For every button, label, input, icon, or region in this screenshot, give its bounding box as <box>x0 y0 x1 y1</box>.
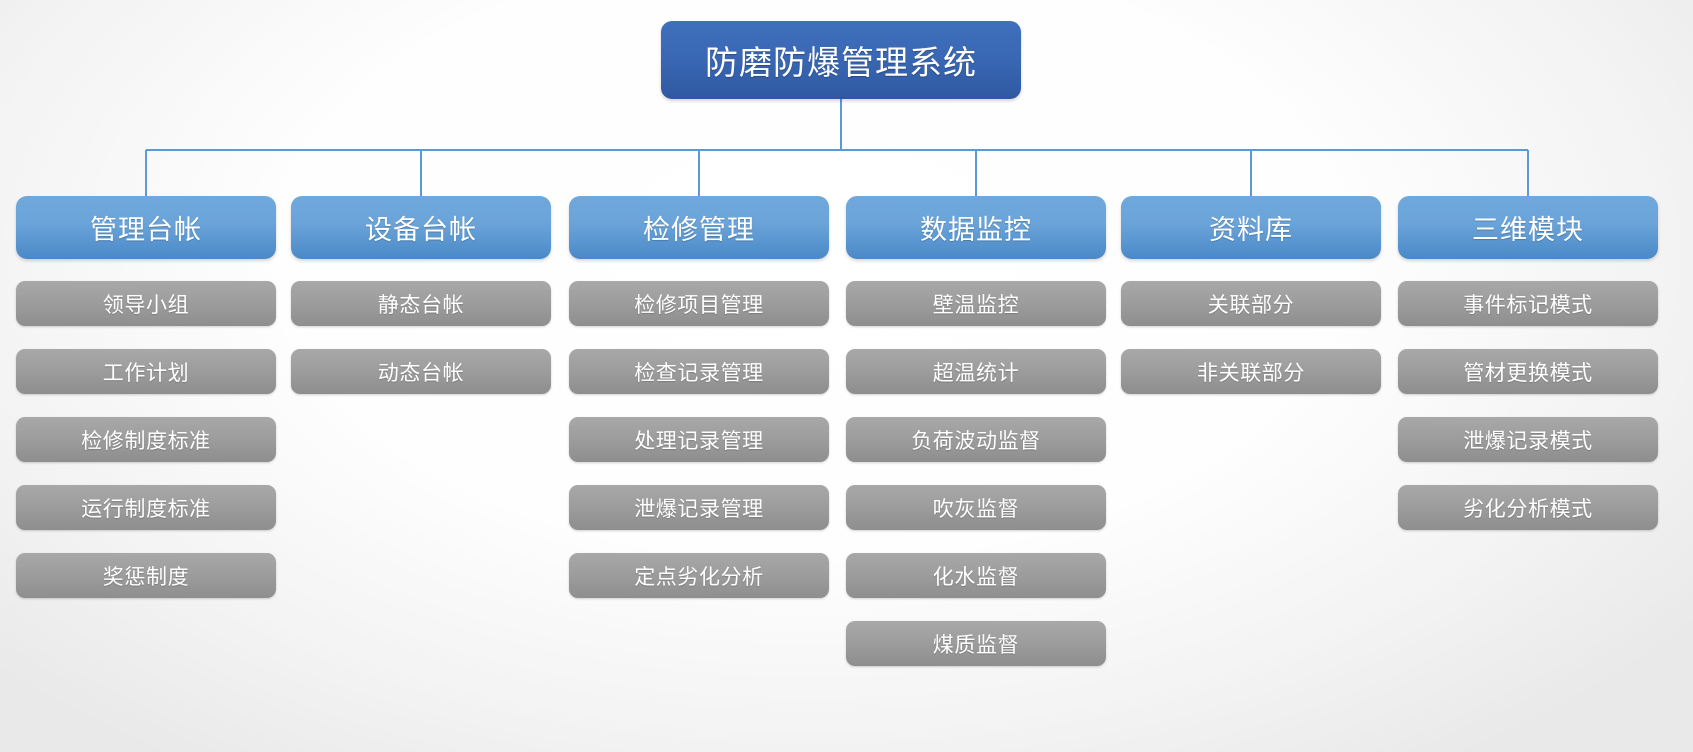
leaf-node[interactable]: 奖惩制度 <box>16 553 276 598</box>
leaf-node-label: 运行制度标准 <box>81 496 211 521</box>
group-column-data-monitoring: 数据监控 壁温监控 超温统计 负荷波动监督 吹灰监督 化水监督 煤质监督 <box>846 196 1106 666</box>
leaf-node-label: 检修项目管理 <box>634 292 764 317</box>
leaf-node-label: 管材更换模式 <box>1463 360 1593 385</box>
leaf-node[interactable]: 检查记录管理 <box>569 349 829 394</box>
leaf-list: 检修项目管理 检查记录管理 处理记录管理 泄爆记录管理 定点劣化分析 <box>569 281 829 598</box>
leaf-node-label: 泄爆记录模式 <box>1463 428 1593 453</box>
leaf-node-label: 化水监督 <box>932 564 1020 589</box>
leaf-node-label: 非关联部分 <box>1197 360 1305 385</box>
leaf-node-label: 负荷波动监督 <box>911 428 1041 453</box>
group-column-maintenance-management: 检修管理 检修项目管理 检查记录管理 处理记录管理 泄爆记录管理 定点劣化分析 <box>569 196 829 598</box>
leaf-node[interactable]: 检修项目管理 <box>569 281 829 326</box>
leaf-node[interactable]: 煤质监督 <box>846 621 1106 666</box>
leaf-node-label: 检查记录管理 <box>634 360 764 385</box>
leaf-node-label: 壁温监控 <box>932 292 1020 317</box>
leaf-node[interactable]: 壁温监控 <box>846 281 1106 326</box>
leaf-node[interactable]: 运行制度标准 <box>16 485 276 530</box>
leaf-node[interactable]: 吹灰监督 <box>846 485 1106 530</box>
leaf-list: 壁温监控 超温统计 负荷波动监督 吹灰监督 化水监督 煤质监督 <box>846 281 1106 666</box>
group-node-maintenance-management[interactable]: 检修管理 <box>569 196 829 259</box>
root-node-label: 防磨防爆管理系统 <box>705 43 977 82</box>
leaf-node[interactable]: 泄爆记录模式 <box>1398 417 1658 462</box>
leaf-node-label: 吹灰监督 <box>932 496 1020 521</box>
leaf-node[interactable]: 关联部分 <box>1121 281 1381 326</box>
leaf-node[interactable]: 化水监督 <box>846 553 1106 598</box>
leaf-node-label: 泄爆记录管理 <box>634 496 764 521</box>
leaf-node[interactable]: 管材更换模式 <box>1398 349 1658 394</box>
leaf-node[interactable]: 超温统计 <box>846 349 1106 394</box>
leaf-node[interactable]: 静态台帐 <box>291 281 551 326</box>
group-column-3d-module: 三维模块 事件标记模式 管材更换模式 泄爆记录模式 劣化分析模式 <box>1398 196 1658 530</box>
leaf-node-label: 超温统计 <box>932 360 1020 385</box>
leaf-node[interactable]: 领导小组 <box>16 281 276 326</box>
leaf-node-label: 事件标记模式 <box>1463 292 1593 317</box>
leaf-node[interactable]: 泄爆记录管理 <box>569 485 829 530</box>
leaf-node-label: 领导小组 <box>102 292 190 317</box>
leaf-node-label: 检修制度标准 <box>81 428 211 453</box>
leaf-node[interactable]: 劣化分析模式 <box>1398 485 1658 530</box>
leaf-node[interactable]: 非关联部分 <box>1121 349 1381 394</box>
group-column-management-ledger: 管理台帐 领导小组 工作计划 检修制度标准 运行制度标准 奖惩制度 <box>16 196 276 598</box>
group-node-label: 管理台帐 <box>90 215 202 246</box>
leaf-node-label: 工作计划 <box>102 360 190 385</box>
leaf-list: 领导小组 工作计划 检修制度标准 运行制度标准 奖惩制度 <box>16 281 276 598</box>
group-node-label: 三维模块 <box>1472 215 1584 246</box>
leaf-node[interactable]: 检修制度标准 <box>16 417 276 462</box>
group-node-equipment-ledger[interactable]: 设备台帐 <box>291 196 551 259</box>
leaf-node-label: 处理记录管理 <box>634 428 764 453</box>
leaf-node-label: 奖惩制度 <box>102 564 190 589</box>
leaf-node[interactable]: 动态台帐 <box>291 349 551 394</box>
group-node-management-ledger[interactable]: 管理台帐 <box>16 196 276 259</box>
leaf-node-label: 动态台帐 <box>377 360 465 385</box>
group-node-3d-module[interactable]: 三维模块 <box>1398 196 1658 259</box>
leaf-node[interactable]: 处理记录管理 <box>569 417 829 462</box>
group-node-label: 设备台帐 <box>365 215 477 246</box>
leaf-list: 关联部分 非关联部分 <box>1121 281 1381 394</box>
leaf-node-label: 劣化分析模式 <box>1463 496 1593 521</box>
group-node-document-library[interactable]: 资料库 <box>1121 196 1381 259</box>
group-node-label: 资料库 <box>1209 215 1293 246</box>
leaf-list: 静态台帐 动态台帐 <box>291 281 551 394</box>
group-node-label: 检修管理 <box>643 215 755 246</box>
leaf-node-label: 静态台帐 <box>377 292 465 317</box>
group-node-data-monitoring[interactable]: 数据监控 <box>846 196 1106 259</box>
leaf-list: 事件标记模式 管材更换模式 泄爆记录模式 劣化分析模式 <box>1398 281 1658 530</box>
group-column-document-library: 资料库 关联部分 非关联部分 <box>1121 196 1381 394</box>
root-node[interactable]: 防磨防爆管理系统 <box>661 21 1021 99</box>
leaf-node[interactable]: 事件标记模式 <box>1398 281 1658 326</box>
leaf-node-label: 定点劣化分析 <box>634 564 764 589</box>
leaf-node[interactable]: 负荷波动监督 <box>846 417 1106 462</box>
leaf-node-label: 关联部分 <box>1207 292 1295 317</box>
group-node-label: 数据监控 <box>920 215 1032 246</box>
leaf-node-label: 煤质监督 <box>932 632 1020 657</box>
group-column-equipment-ledger: 设备台帐 静态台帐 动态台帐 <box>291 196 551 394</box>
leaf-node[interactable]: 工作计划 <box>16 349 276 394</box>
leaf-node[interactable]: 定点劣化分析 <box>569 553 829 598</box>
